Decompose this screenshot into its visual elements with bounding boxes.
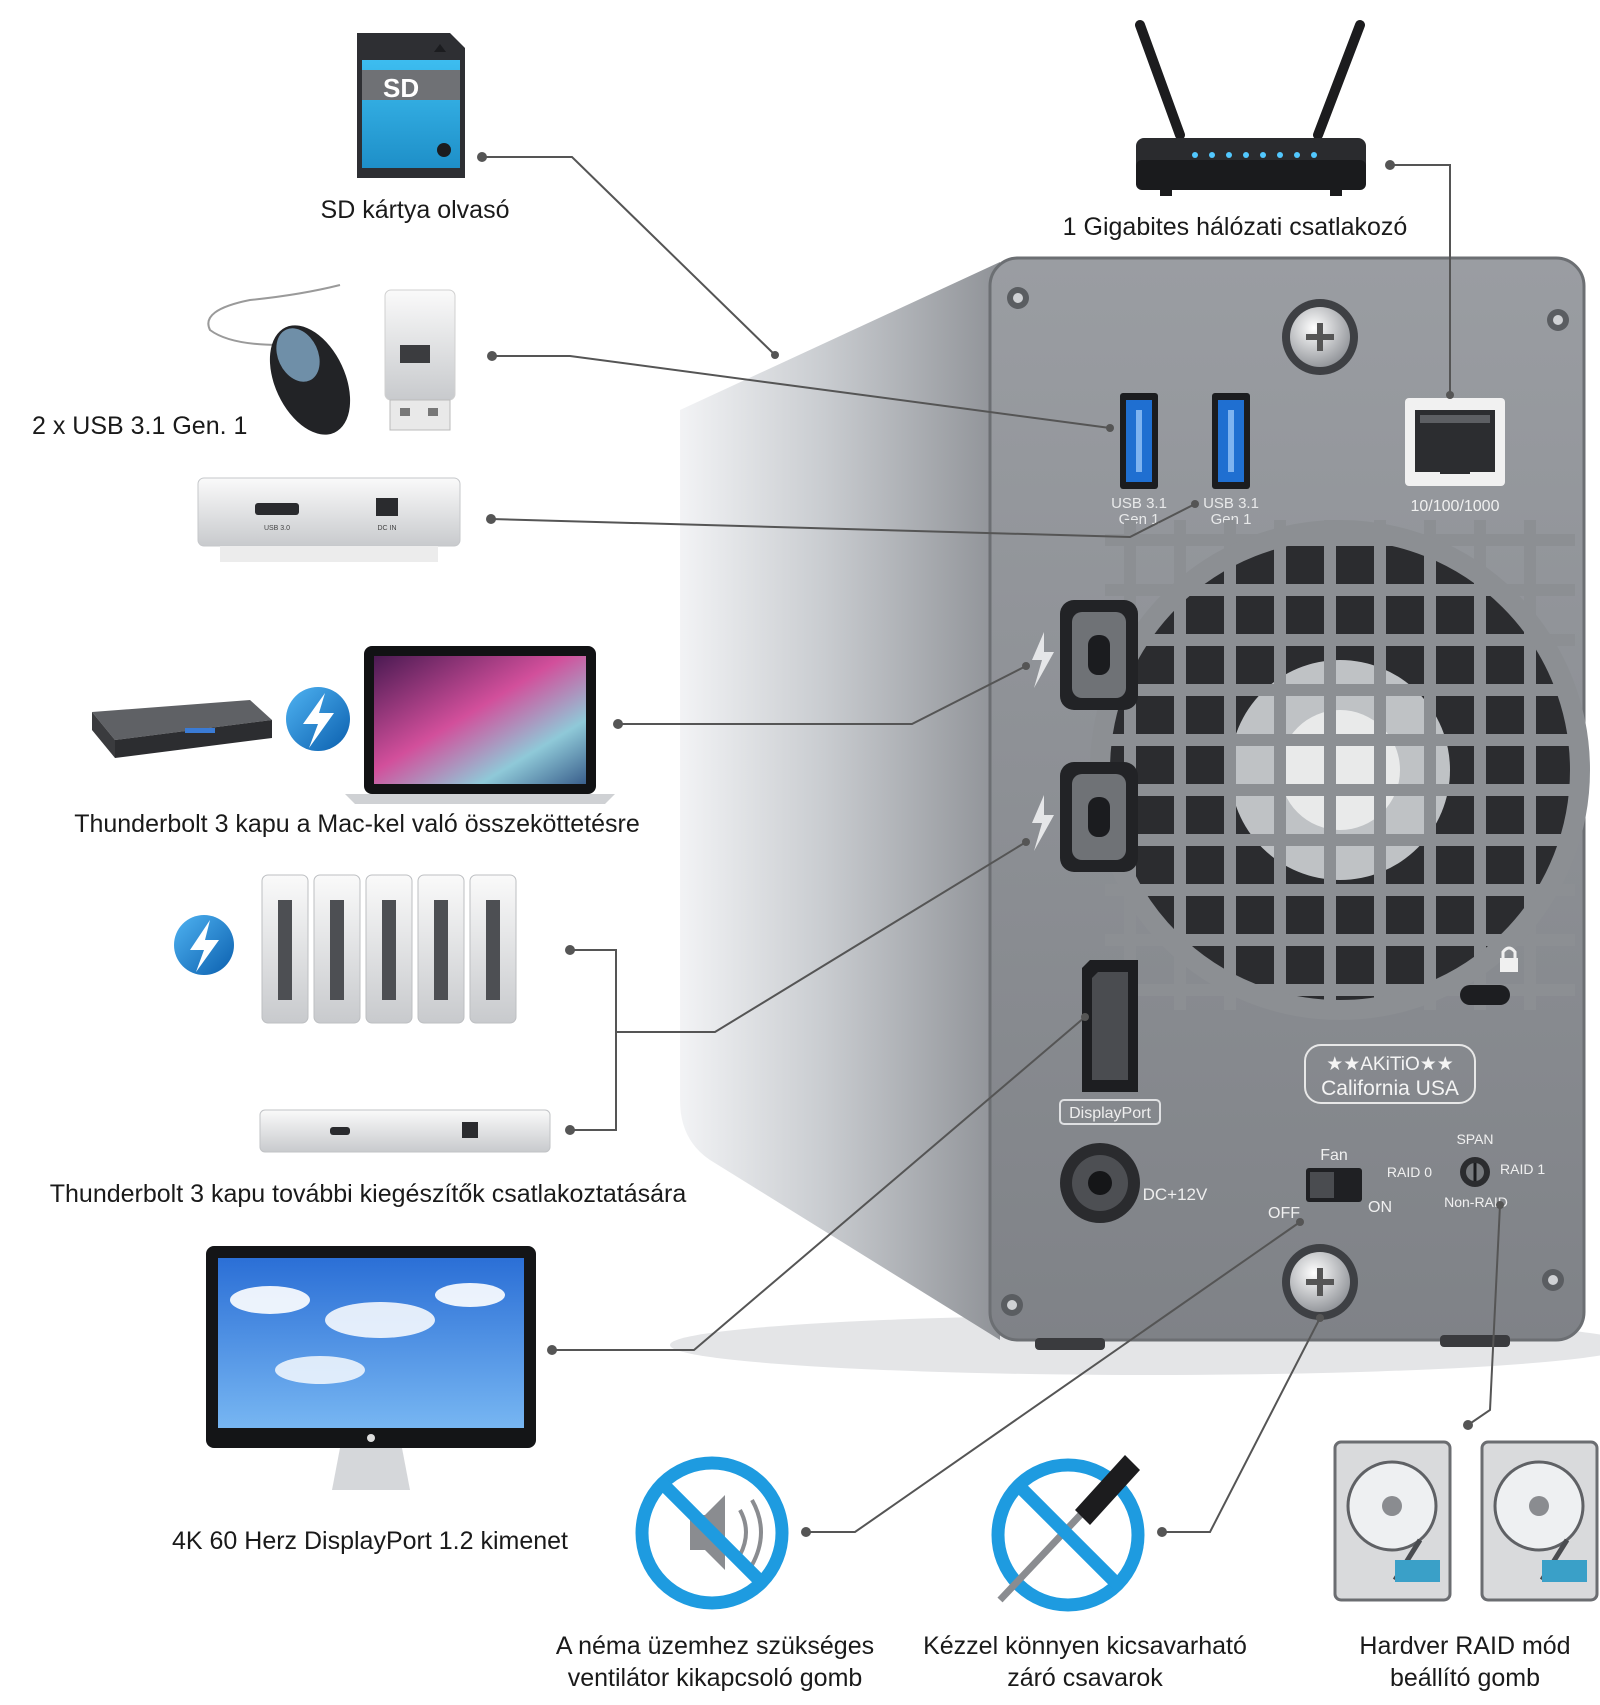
enclosure-side xyxy=(680,262,1000,1340)
thumb-screw-bottom-icon xyxy=(1282,1244,1358,1320)
leader-displayport xyxy=(552,1016,1086,1351)
svg-text:USB 3.0: USB 3.0 xyxy=(264,525,290,532)
mouse-icon xyxy=(207,284,351,435)
leader-screws xyxy=(1162,1317,1321,1533)
usb-stick-icon xyxy=(384,289,456,431)
corner-screw-icon xyxy=(1001,287,1569,1316)
svg-text:DC IN: DC IN xyxy=(377,525,396,532)
brand-logo-text: ★★AKiTiO★★ xyxy=(1326,1054,1454,1075)
kensington-lock-slot[interactable] xyxy=(1460,985,1510,1005)
leader-tb-accessories xyxy=(616,841,1027,1033)
thunderbolt-port-1-icon xyxy=(1032,632,1054,688)
usb-port-2-sublabel: Gen 1 xyxy=(1211,511,1252,528)
power-label: DC+12V xyxy=(1143,1185,1208,1204)
usb-port-2-label: USB 3.1 xyxy=(1203,495,1259,512)
raid-1-label: RAID 1 xyxy=(1500,1161,1545,1177)
caption-tb-accessories: Thunderbolt 3 kapu további kiegészítők c… xyxy=(49,1180,687,1208)
raid-0-label: RAID 0 xyxy=(1387,1164,1432,1180)
raid-mode-dial[interactable] xyxy=(1460,1157,1490,1187)
leader-fan-switch xyxy=(806,1221,1301,1533)
leader-raid xyxy=(1467,1204,1501,1426)
dc-power-jack[interactable] xyxy=(1060,1143,1140,1223)
leader-tb-mac xyxy=(618,665,1027,725)
leader-lines xyxy=(482,156,1501,1533)
fan-switch[interactable] xyxy=(1306,1168,1362,1202)
laptop-icon xyxy=(345,646,615,804)
thunderbolt-logo-2-icon xyxy=(174,915,234,975)
usb-port-1-label: USB 3.1 xyxy=(1111,495,1167,512)
leader-sd xyxy=(482,156,776,356)
router-icon xyxy=(1135,20,1366,196)
brand-location-text: California USA xyxy=(1321,1077,1459,1100)
ethernet-port[interactable] xyxy=(1405,398,1505,486)
usb-port-2[interactable] xyxy=(1212,393,1250,489)
fan-switch-on-label: ON xyxy=(1368,1199,1392,1216)
fan-switch-off-label: OFF xyxy=(1268,1205,1300,1222)
leader-dots xyxy=(477,152,1504,1537)
thumb-screw-top-icon xyxy=(1282,299,1358,375)
lock-icon xyxy=(1500,946,1518,972)
ethernet-speed-label: 10/100/1000 xyxy=(1411,498,1500,515)
fan-grille xyxy=(1090,520,1590,1020)
fan-switch-label: Fan xyxy=(1320,1147,1348,1164)
thunderbolt-drive-icon xyxy=(259,1109,551,1153)
displayport-port[interactable] xyxy=(1082,960,1138,1092)
caption-fan-switch: A néma üzemhez szükséges ventilátor kika… xyxy=(555,1632,875,1692)
svg-text:SD: SD xyxy=(383,73,419,103)
raid-non-label: Non-RAID xyxy=(1444,1194,1508,1210)
hard-drive-1-icon xyxy=(1333,1440,1452,1602)
thunderbolt-port-1[interactable] xyxy=(1060,600,1138,710)
usb-port-1[interactable] xyxy=(1120,393,1158,489)
caption-sd-reader: SD kártya olvasó xyxy=(320,196,510,224)
raid-span-label: SPAN xyxy=(1456,1131,1493,1147)
hard-drive-2-icon xyxy=(1480,1440,1599,1602)
caption-raid: Hardver RAID mód beállító gomb xyxy=(1359,1632,1571,1692)
leader-usb-port xyxy=(492,355,1111,429)
thunderbolt-port-2-icon xyxy=(1032,795,1054,851)
enclosure: USB 3.1 Gen 1 USB 3.1 Gen 1 10/100/1000 xyxy=(670,256,1600,1375)
sd-card-icon: SD xyxy=(357,33,465,178)
caption-screws: Kézzel könnyen kicsavarható záró csavaro… xyxy=(923,1632,1247,1692)
monitor-icon xyxy=(206,1246,536,1490)
storage-array-icon xyxy=(261,874,517,1024)
caption-displayport: 4K 60 Herz DisplayPort 1.2 kimenet xyxy=(171,1527,568,1555)
thunderbolt-port-2[interactable] xyxy=(1060,762,1138,872)
caption-tb-mac: Thunderbolt 3 kapu a Mac-kel való összek… xyxy=(74,810,640,838)
leader-usb-drive xyxy=(490,503,1196,539)
leader-network xyxy=(1390,164,1451,395)
thunderbolt-logo-icon xyxy=(286,687,350,751)
displayport-label: DisplayPort xyxy=(1069,1105,1151,1122)
mini-pc-icon xyxy=(92,700,272,758)
caption-usb: 2 x USB 3.1 Gen. 1 xyxy=(32,412,248,440)
leader-tb-bracket xyxy=(570,949,617,1131)
no-screwdriver-icon xyxy=(991,1455,1145,1612)
no-sound-icon xyxy=(635,1456,789,1610)
usb-drive-enclosure-icon: USB 3.0 DC IN xyxy=(197,477,461,562)
caption-network: 1 Gigabites hálózati csatlakozó xyxy=(1062,213,1408,241)
